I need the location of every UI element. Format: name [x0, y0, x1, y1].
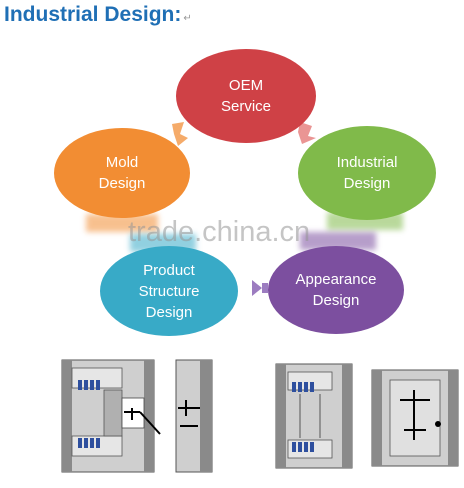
return-mark-icon: ↵	[183, 13, 192, 24]
node-mold-design: Mold Design	[54, 128, 190, 218]
node-oem-service-label: OEM Service	[220, 77, 272, 115]
arrow-appearance-to-product-icon	[252, 280, 262, 296]
node-industrial-design-label: Industrial Design	[336, 154, 398, 192]
node-product-structure-label: Product Structure Design	[138, 261, 200, 321]
mold-drawing-4	[371, 369, 459, 467]
arrow-mold-to-oem-icon	[172, 122, 188, 146]
node-appearance-design: Appearance Design	[268, 246, 404, 334]
arrow-oem-to-industrial-icon	[298, 122, 316, 144]
arrow-appearance-to-product-tail	[262, 283, 268, 293]
mold-drawing-1	[61, 359, 213, 473]
node-oem-service: OEM Service	[176, 49, 316, 143]
watermark: trade.china.cn	[128, 216, 311, 248]
mold-drawing-2	[178, 400, 200, 427]
node-product-structure-design: Product Structure Design	[100, 246, 238, 336]
mold-drawings	[61, 359, 459, 473]
node-appearance-design-label: Appearance Design	[295, 271, 377, 309]
node-mold-design-label: Mold Design	[98, 154, 146, 192]
mold-design-reflection	[86, 214, 158, 232]
page-title: Industrial Design:↵	[4, 3, 192, 26]
appearance-design-reflection	[300, 232, 376, 250]
mold-drawing-3	[275, 363, 353, 469]
node-industrial-design: Industrial Design	[298, 126, 436, 220]
